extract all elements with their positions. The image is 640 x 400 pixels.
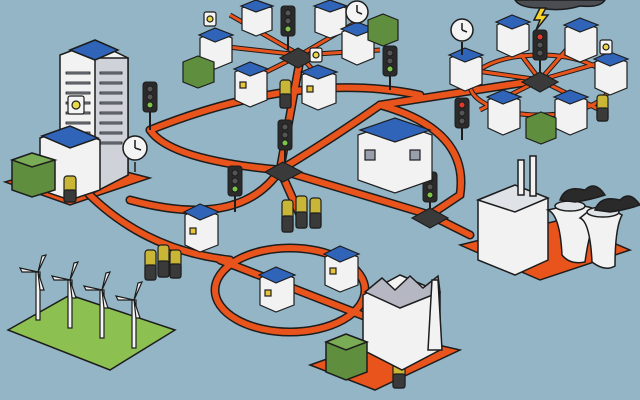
solar-house-icon (447, 47, 485, 92)
battery-cluster (144, 79, 609, 389)
battery-icon (157, 244, 170, 278)
transformer-icon (9, 152, 58, 198)
traffic-light-icon (142, 5, 548, 212)
solar-house-icon (322, 245, 361, 293)
battery-icon (309, 197, 322, 229)
power-grid-lines (75, 55, 545, 337)
solar-house-icon (494, 14, 532, 58)
solar-house-icon (357, 117, 433, 194)
storm-cloud-icon (514, 0, 606, 31)
solar-house-icon (182, 203, 221, 253)
wind-farm-field (6, 294, 177, 371)
smoke-plume (594, 195, 640, 213)
battery-icon (596, 94, 609, 122)
battery-icon (63, 175, 77, 203)
transformer-icon (182, 13, 557, 145)
solar-house-icon (339, 21, 377, 66)
power-plant (475, 155, 640, 276)
factory (362, 274, 443, 371)
transformer-icon (323, 333, 370, 381)
wind-turbine-icon (82, 271, 112, 339)
solar-panel-icon (67, 39, 120, 61)
wind-turbine-icon (18, 254, 48, 321)
wind-turbine-icon (114, 281, 144, 349)
solar-house-icon (232, 61, 270, 108)
battery-icon (169, 249, 182, 279)
smoke-plume (559, 185, 607, 203)
solar-house-icon (299, 64, 339, 111)
clock-gauge-icon (122, 135, 148, 172)
solar-house-icon (257, 266, 297, 313)
wind-turbine-icon (50, 261, 80, 329)
solar-house-icon (485, 89, 523, 136)
solar-house-icon (592, 51, 630, 96)
wind-farm (18, 254, 144, 349)
battery-icon (281, 199, 294, 233)
solar-house-icon (562, 17, 600, 63)
battery-icon (279, 79, 292, 109)
battery-icon (144, 249, 157, 281)
smart-plug-icon (67, 95, 85, 115)
battery-icon (295, 195, 308, 229)
solar-house-icon (552, 89, 590, 136)
solar-house-icon (239, 0, 275, 37)
smart-plug-icon (203, 11, 613, 63)
lightning-bolt-icon (532, 7, 550, 31)
